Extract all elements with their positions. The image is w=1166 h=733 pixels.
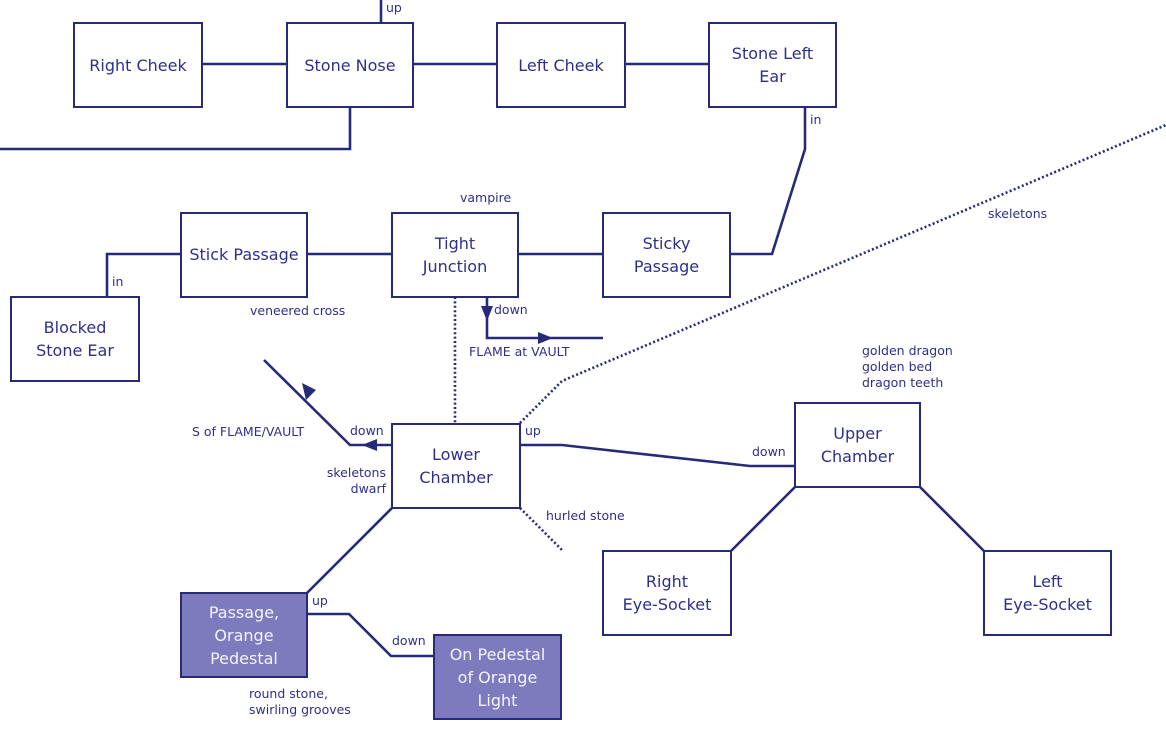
- label-golden-items: golden dragon golden bed dragon teeth: [862, 343, 953, 390]
- room-right-cheek[interactable]: Right Cheek: [73, 22, 203, 108]
- path-stone-nose-west: [0, 107, 352, 151]
- room-blocked-stone-ear[interactable]: Blocked Stone Ear: [10, 296, 140, 382]
- room-on-pedestal-orange-light[interactable]: On Pedestal of Orange Light: [433, 634, 562, 720]
- path-lower-s-of-flame: [263, 359, 392, 447]
- arrow-up-left-icon: [302, 383, 316, 400]
- arrow-right-icon: [538, 332, 553, 344]
- path-passage-pedestal: [307, 612, 434, 658]
- label-vampire: vampire: [460, 190, 512, 205]
- path-lower-hurled-dotted: [519, 507, 564, 552]
- label-up-lower: up: [525, 423, 541, 438]
- label-in-left-ear: in: [810, 112, 822, 127]
- label-skeletons-dwarf: skeletons dwarf: [326, 465, 386, 496]
- room-left-cheek[interactable]: Left Cheek: [496, 22, 626, 108]
- path-lower-passage: [306, 507, 393, 594]
- label-hurled-stone: hurled stone: [546, 508, 625, 523]
- room-passage-orange-pedestal[interactable]: Passage, Orange Pedestal: [180, 592, 308, 678]
- path-stick-blocked-ear: [105, 252, 181, 296]
- room-stone-nose[interactable]: Stone Nose: [286, 22, 414, 108]
- room-sticky-passage[interactable]: Sticky Passage: [602, 212, 731, 298]
- label-flame-at-vault: FLAME at VAULT: [469, 344, 570, 359]
- path-upper-right-eye: [730, 486, 796, 552]
- label-in-blocked-ear: in: [112, 274, 124, 289]
- room-tight-junction[interactable]: Tight Junction: [391, 212, 519, 298]
- label-up-passage: up: [312, 593, 328, 608]
- room-left-eye-socket[interactable]: Left Eye-Socket: [983, 550, 1112, 636]
- arrow-left-icon: [362, 439, 377, 451]
- room-right-eye-socket[interactable]: Right Eye-Socket: [602, 550, 732, 636]
- label-down-pedestal: down: [392, 633, 426, 648]
- arrow-down-icon: [481, 306, 493, 321]
- room-upper-chamber[interactable]: Upper Chamber: [794, 402, 921, 488]
- label-down-lower-left: down: [350, 423, 384, 438]
- label-veneered-cross: veneered cross: [250, 303, 346, 318]
- path-lower-upper: [520, 443, 795, 468]
- label-down-upper: down: [752, 444, 786, 459]
- room-stone-left-ear[interactable]: Stone Left Ear: [708, 22, 837, 108]
- label-down-tight: down: [494, 302, 528, 317]
- room-stick-passage[interactable]: Stick Passage: [180, 212, 308, 298]
- label-skeletons-far: skeletons: [988, 206, 1048, 221]
- path-left-ear-sticky-passage: [730, 107, 807, 256]
- label-up-stone-nose: up: [386, 0, 402, 15]
- path-upper-left-eye: [919, 486, 985, 552]
- room-lower-chamber[interactable]: Lower Chamber: [391, 423, 521, 509]
- label-s-of-flame-vault: S of FLAME/VAULT: [192, 424, 305, 439]
- label-round-stone: round stone, swirling grooves: [249, 686, 351, 717]
